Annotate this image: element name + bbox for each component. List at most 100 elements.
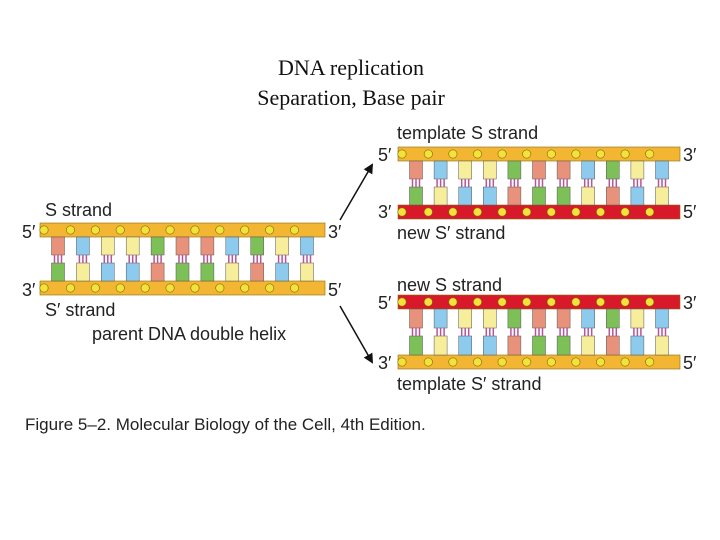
slide-title-line-2: Separation, Base pair bbox=[257, 85, 445, 110]
top-base bbox=[655, 308, 669, 329]
phosphate-dot bbox=[522, 357, 532, 367]
top-base bbox=[655, 160, 669, 180]
end-phosphate-dot bbox=[397, 207, 407, 217]
top-base bbox=[300, 236, 314, 256]
bottom-backbone-strand bbox=[397, 354, 681, 370]
top-backbone-strand bbox=[397, 146, 681, 162]
phosphate-dot bbox=[571, 149, 581, 159]
phosphate-dot bbox=[240, 225, 250, 235]
bottom-base bbox=[581, 335, 595, 356]
top-base bbox=[275, 236, 289, 256]
top-base bbox=[630, 308, 645, 329]
bottom-base bbox=[51, 262, 65, 282]
phosphate-dot bbox=[290, 283, 300, 293]
bottom-base bbox=[250, 262, 264, 282]
bottom-daughter-top-left-end-label: 5′ bbox=[378, 293, 392, 313]
end-phosphate-dot bbox=[397, 357, 407, 367]
top-daughter-bottom-left-end-label: 3′ bbox=[378, 202, 392, 222]
phosphate-dot bbox=[215, 225, 225, 235]
phosphate-dot bbox=[65, 225, 75, 235]
phosphate-dot bbox=[423, 297, 433, 307]
new-s-strand-label: new S strand bbox=[397, 275, 502, 295]
phosphate-dot bbox=[165, 283, 175, 293]
bottom-base bbox=[581, 186, 595, 206]
phosphate-dot bbox=[546, 357, 556, 367]
top-base bbox=[606, 160, 620, 180]
top-base bbox=[507, 308, 522, 329]
phosphate-dot bbox=[190, 283, 200, 293]
parent-s-prime-strand-label: S′ strand bbox=[45, 300, 115, 320]
phosphate-dot bbox=[522, 149, 532, 159]
phosphate-dot bbox=[140, 283, 150, 293]
phosphate-dot bbox=[645, 207, 655, 217]
top-base bbox=[532, 160, 546, 180]
top-base bbox=[150, 236, 165, 256]
phosphate-dot bbox=[472, 207, 482, 217]
bottom-base bbox=[483, 186, 497, 206]
bottom-base bbox=[225, 262, 240, 282]
phosphate-dot bbox=[165, 225, 175, 235]
bottom-base bbox=[556, 335, 571, 356]
phosphate-dot bbox=[571, 207, 581, 217]
phosphate-dot bbox=[423, 207, 433, 217]
parent-helix-caption: parent DNA double helix bbox=[92, 324, 286, 344]
phosphate-dot bbox=[448, 297, 458, 307]
top-base bbox=[409, 160, 423, 180]
top-base bbox=[101, 236, 115, 256]
bottom-base bbox=[458, 335, 472, 356]
bottom-base bbox=[200, 262, 215, 282]
phosphate-dot bbox=[65, 283, 75, 293]
top-base bbox=[556, 160, 571, 180]
top-base bbox=[250, 236, 264, 256]
slide-title-line-1: DNA replication bbox=[277, 55, 425, 80]
phosphate-dot bbox=[423, 357, 433, 367]
phosphate-dot bbox=[497, 297, 507, 307]
top-base bbox=[630, 160, 645, 180]
end-phosphate-dot bbox=[397, 297, 407, 307]
top-base bbox=[532, 308, 546, 329]
template-s-strand-label: template S strand bbox=[397, 123, 538, 143]
phosphate-dot bbox=[140, 225, 150, 235]
phosphate-dot bbox=[115, 225, 125, 235]
bottom-base bbox=[175, 262, 190, 282]
bottom-base bbox=[433, 186, 448, 206]
bottom-base bbox=[150, 262, 165, 282]
top-base bbox=[200, 236, 215, 256]
top-base bbox=[606, 308, 620, 329]
parent-bottom-left-end-label: 3′ bbox=[22, 280, 36, 300]
bottom-base bbox=[630, 335, 645, 356]
parent-top-right-end-label: 3′ bbox=[328, 222, 342, 242]
phosphate-dot bbox=[522, 297, 532, 307]
parent-top-left-end-label: 5′ bbox=[22, 222, 36, 242]
top-base bbox=[51, 236, 65, 256]
top-base bbox=[433, 160, 448, 180]
bottom-base bbox=[483, 335, 497, 356]
bottom-base bbox=[409, 335, 423, 356]
bottom-base bbox=[458, 186, 472, 206]
bottom-daughter-bottom-left-end-label: 3′ bbox=[378, 353, 392, 373]
phosphate-dot bbox=[472, 149, 482, 159]
parent-s-strand-label: S strand bbox=[45, 200, 112, 220]
bottom-base bbox=[655, 335, 669, 356]
top-base bbox=[581, 308, 595, 329]
phosphate-dot bbox=[240, 283, 250, 293]
top-backbone-strand bbox=[397, 294, 681, 310]
phosphate-dot bbox=[472, 357, 482, 367]
top-base bbox=[76, 236, 90, 256]
bottom-base bbox=[606, 186, 620, 206]
bottom-base bbox=[125, 262, 140, 282]
phosphate-dot bbox=[620, 357, 630, 367]
bottom-base bbox=[507, 335, 522, 356]
top-base bbox=[556, 308, 571, 329]
phosphate-dot bbox=[571, 357, 581, 367]
top-daughter-bottom-right-end-label: 5′ bbox=[683, 202, 697, 222]
bottom-backbone-strand bbox=[39, 280, 326, 296]
phosphate-dot bbox=[265, 225, 275, 235]
phosphate-dot bbox=[645, 357, 655, 367]
end-phosphate-dot bbox=[39, 283, 49, 293]
top-daughter-top-left-end-label: 5′ bbox=[378, 145, 392, 165]
daughter-helix-bottom bbox=[397, 294, 681, 370]
phosphate-dot bbox=[645, 149, 655, 159]
bottom-base bbox=[630, 186, 645, 206]
